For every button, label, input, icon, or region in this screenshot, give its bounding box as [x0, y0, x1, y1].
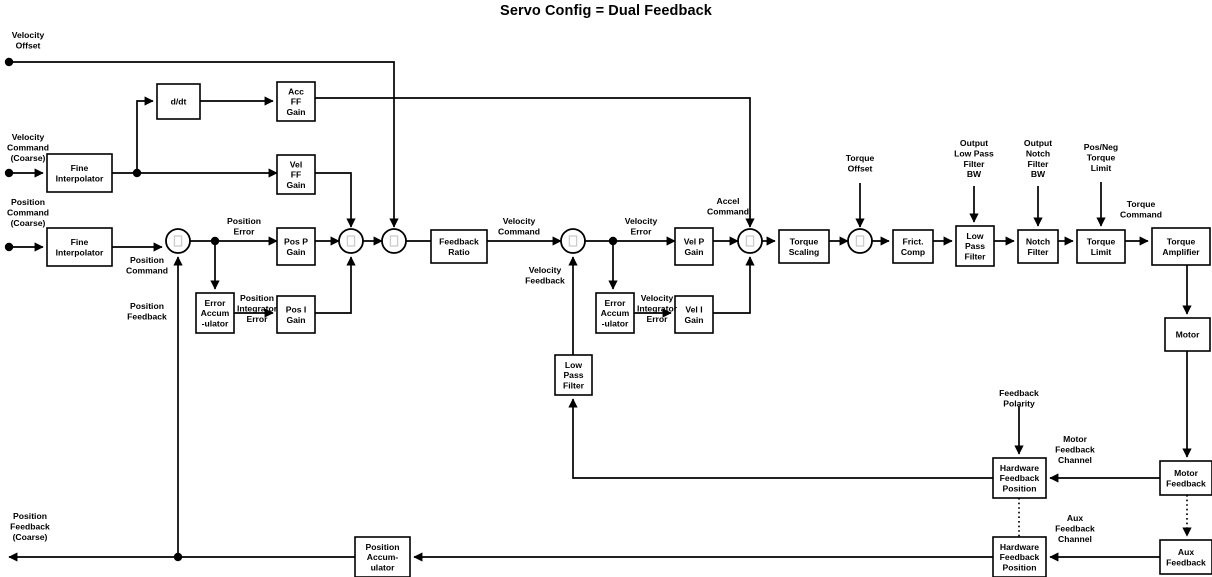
- w-posi-to-sum2: [315, 256, 356, 314]
- block-label-motor: Motor: [1176, 330, 1201, 340]
- dot-velocity-cmd-src: [4, 168, 14, 178]
- sum-torque-offset[interactable]: [847, 228, 873, 254]
- dot-velocity-offset-src: [4, 57, 14, 67]
- wire-layer: [8, 61, 1192, 562]
- sum-vel-ff[interactable]: [381, 228, 407, 254]
- junction-dot-layer: [4, 57, 618, 562]
- sum-pos-pi[interactable]: [338, 228, 364, 254]
- w-vel-branch-to-ddt: [136, 96, 154, 173]
- dot-position-cmd-src: [4, 242, 14, 252]
- dot-posfb-branch: [173, 552, 183, 562]
- block-frict-comp[interactable]: Frict.Comp: [892, 229, 934, 264]
- w-velocity-offset: [9, 61, 399, 228]
- sum-accel-command[interactable]: [737, 228, 763, 254]
- dot-vel-branch: [132, 168, 142, 178]
- w-veli-to-sum5: [713, 256, 755, 314]
- w-accff-out: [315, 97, 755, 228]
- page-title: Servo Config = Dual Feedback: [500, 3, 712, 19]
- w-velff-out: [315, 172, 356, 228]
- w-hwfbmotor-to-lpf: [568, 398, 993, 479]
- block-ddt[interactable]: d/dt: [156, 83, 201, 120]
- dot-poserror-branch: [210, 236, 220, 246]
- summing-junction-layer: [165, 228, 873, 254]
- sum-position-error[interactable]: [165, 228, 191, 254]
- sum-velocity-error[interactable]: [560, 228, 586, 254]
- block-motor[interactable]: Motor: [1164, 317, 1211, 352]
- block-label-frict-comp: Frict.Comp: [901, 237, 925, 257]
- dot-velerror-branch: [608, 236, 618, 246]
- block-label-ddt: d/dt: [171, 97, 187, 107]
